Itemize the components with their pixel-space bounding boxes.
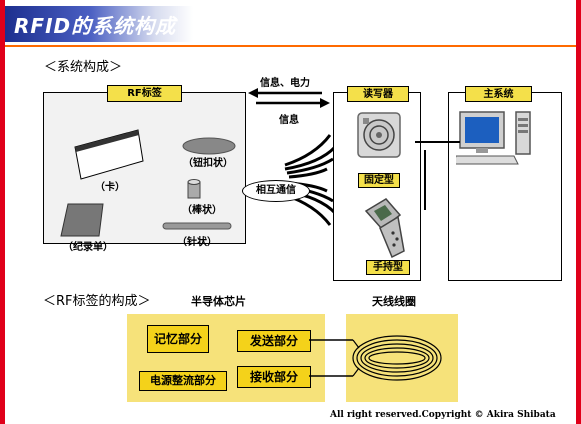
card-shape — [74, 129, 144, 180]
power-rectifier-unit: 电源整流部分 — [139, 371, 227, 391]
computer-icon — [456, 111, 531, 165]
connection-lines — [415, 141, 460, 210]
left-red-border — [0, 0, 5, 424]
page-title: RFID的系统构成 — [14, 14, 177, 38]
antenna-label: 天线线圈 — [372, 295, 416, 308]
section-system-heading: ＜系统构成＞ — [44, 60, 123, 75]
mutual-communication-label: 相互通信 — [242, 180, 310, 202]
host-system-header: 主系统 — [465, 86, 532, 102]
arrow-label-bottom: 信息 — [279, 115, 299, 126]
rf-tag-illustrations — [60, 129, 236, 237]
reader-handheld-label: 手持型 — [366, 260, 410, 275]
right-red-border — [576, 0, 581, 424]
section-rf-heading: ＜RF标签的构成＞ — [43, 294, 151, 309]
rf-card-label: （卡） — [95, 182, 125, 193]
rf-button-label: （钮扣状） — [183, 158, 233, 169]
handheld-reader-icon — [364, 198, 405, 259]
chip-label: 半导体芯片 — [191, 295, 246, 308]
rf-tag-header: RF标签 — [107, 85, 182, 102]
reader-fixed-label: 固定型 — [358, 173, 400, 188]
copyright-notice: All right reserved.Copyright © Akira Shi… — [330, 410, 556, 420]
reader-header: 读写器 — [347, 86, 409, 102]
button-tag-shape — [182, 137, 236, 155]
needle-tag-shape — [162, 222, 232, 230]
memory-unit: 记忆部分 — [147, 325, 209, 353]
record-tag-shape — [60, 203, 104, 237]
rf-record-label: （纪录单） — [63, 242, 113, 253]
receive-unit: 接收部分 — [237, 366, 311, 388]
title-underline — [5, 45, 576, 47]
rf-needle-label: （针状） — [177, 237, 217, 248]
title-band — [5, 6, 193, 42]
card-stripe — [75, 130, 139, 152]
antenna-coil-icon — [309, 335, 442, 381]
rf-rod-label: （棒状） — [182, 205, 222, 216]
arrows-icon — [248, 88, 330, 108]
fixed-reader-icon — [357, 112, 401, 158]
arrow-label-top: 信息、电力 — [260, 78, 310, 89]
transmit-unit: 发送部分 — [237, 330, 311, 352]
